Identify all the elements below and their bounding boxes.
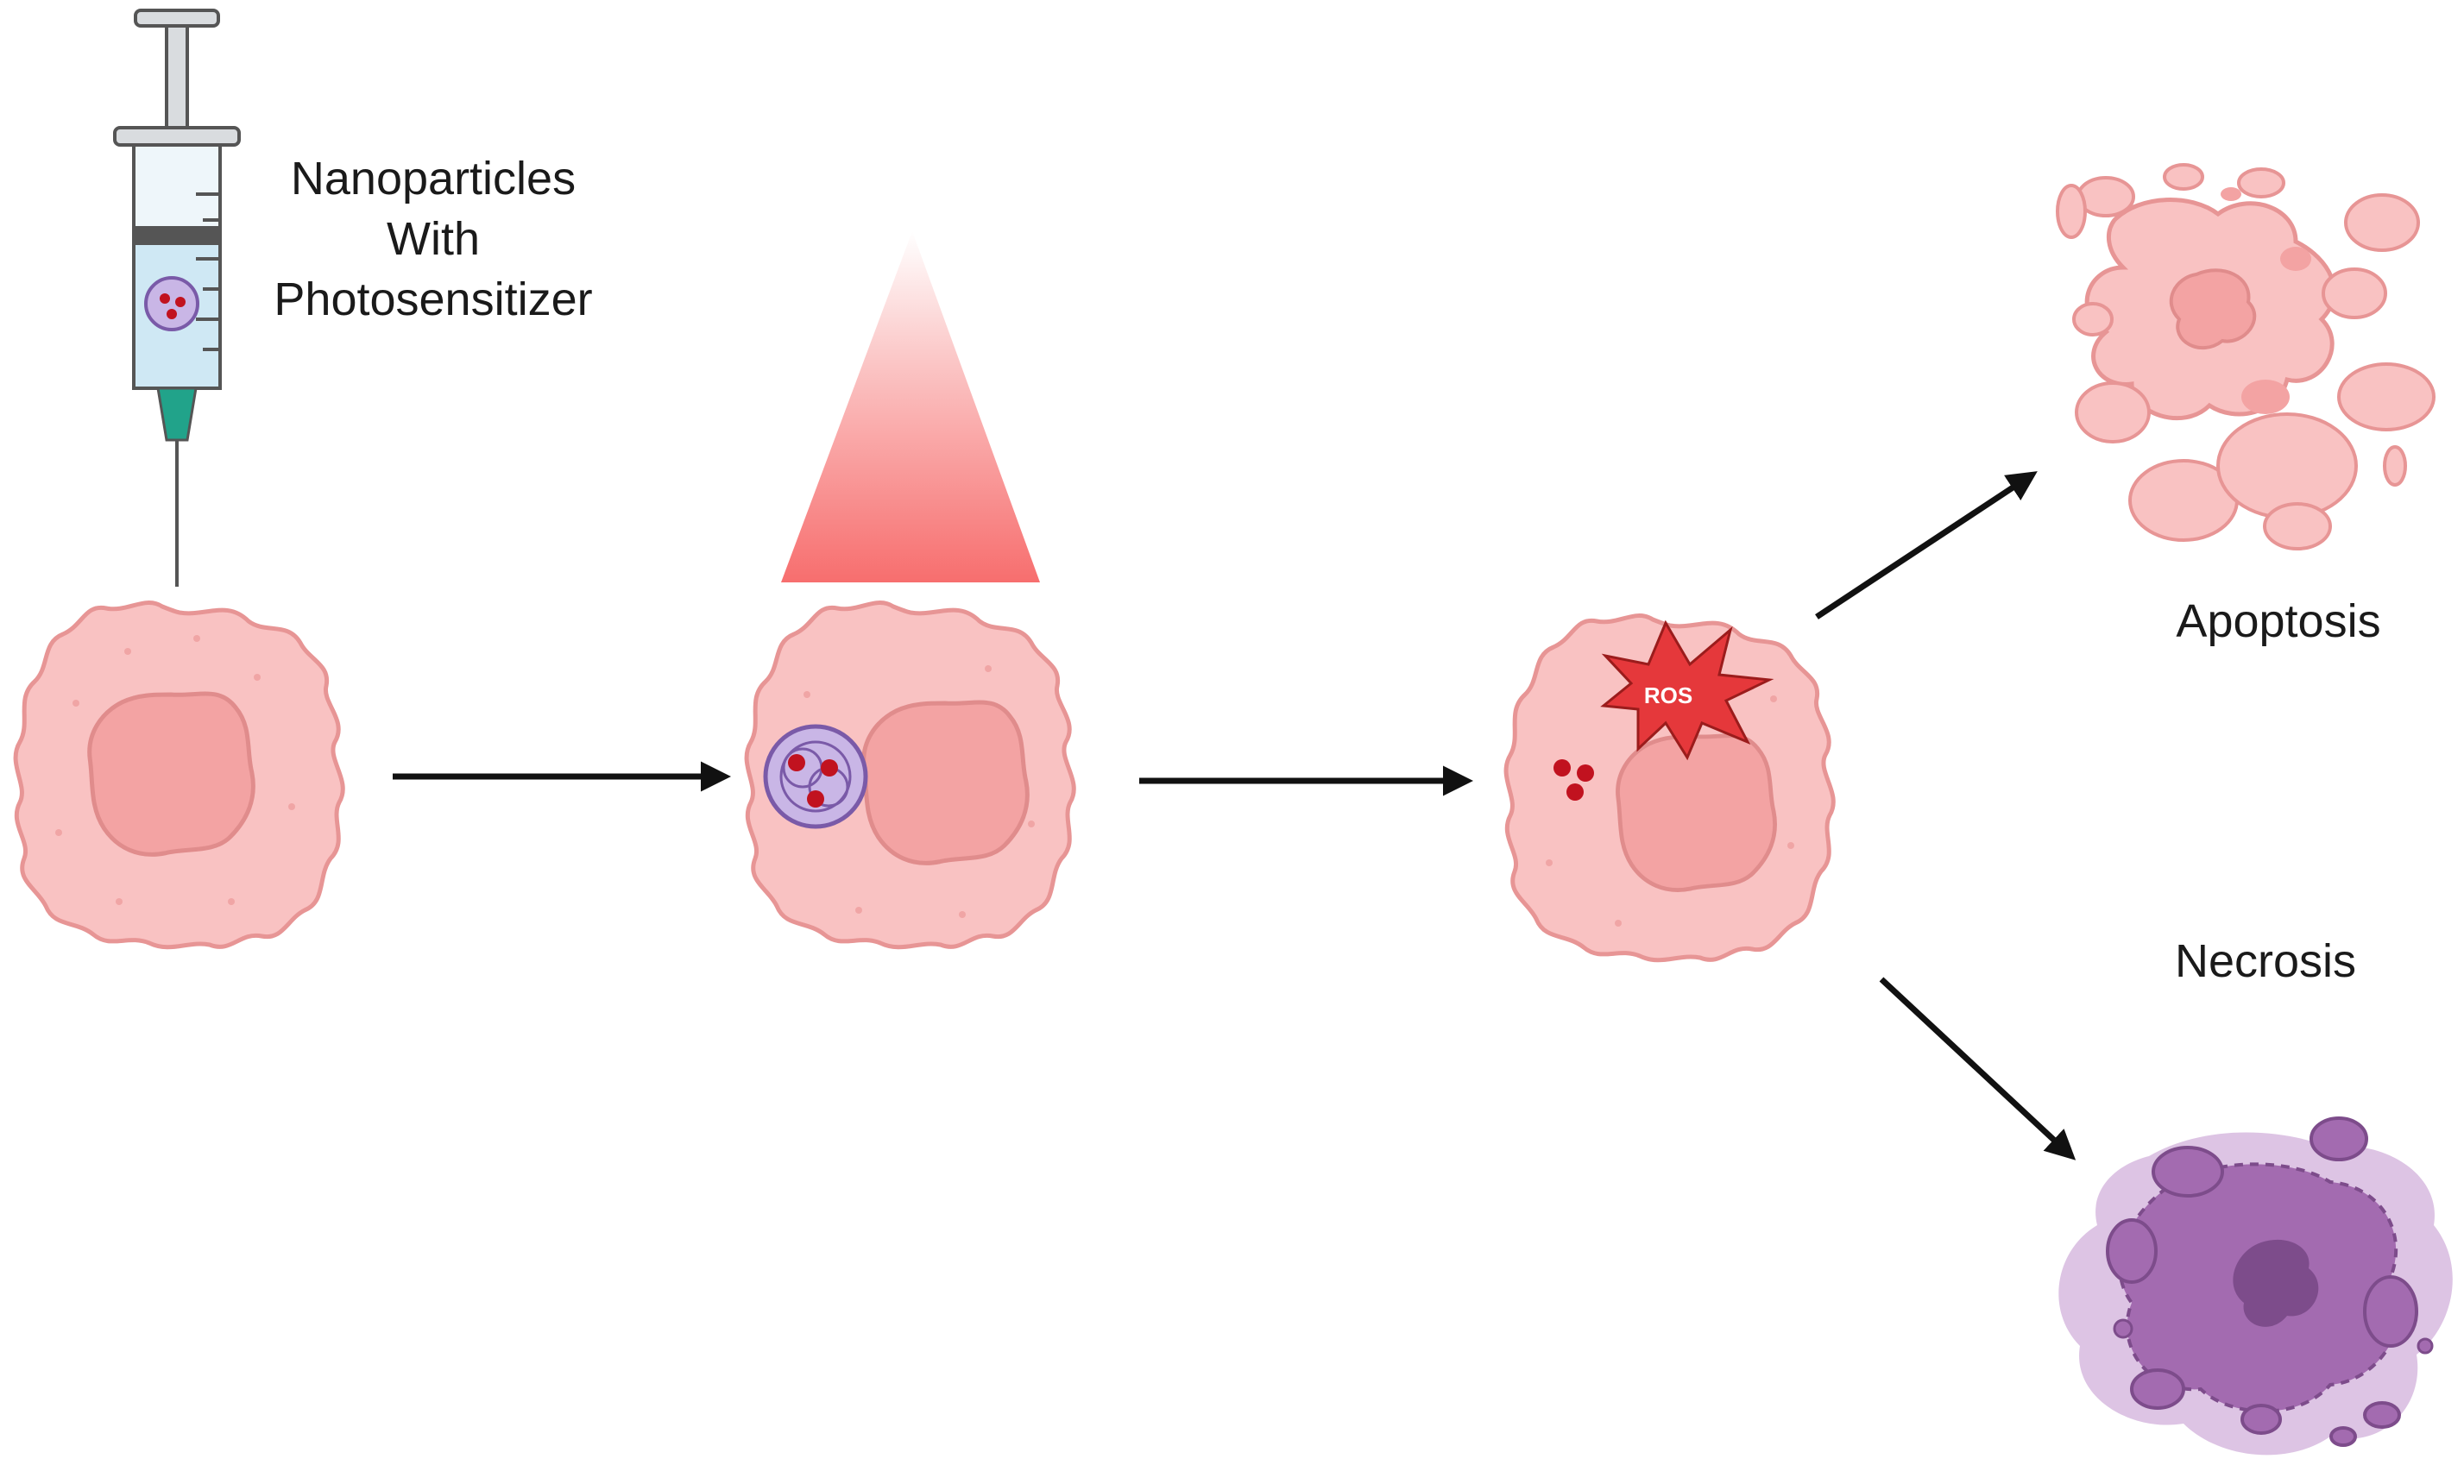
light-beam-icon <box>781 231 1040 582</box>
injection-label-line1: Nanoparticles <box>291 153 576 204</box>
apoptosis-label: Apoptosis <box>2176 595 2380 647</box>
arrow-to-apoptosis <box>1815 471 2038 619</box>
arrow-to-necrosis <box>1879 977 2076 1160</box>
injection-label-line3: Photosensitizer <box>274 274 592 325</box>
necrosis-cell <box>2058 1116 2453 1456</box>
cell-with-nanoparticle <box>747 603 1074 947</box>
cell-untreated <box>16 603 343 947</box>
nanoparticle-icon <box>144 276 199 331</box>
syringe-icon <box>113 9 241 587</box>
cell-ros <box>1506 616 1833 960</box>
ros-label: ROS <box>1644 682 1692 708</box>
ros-burst-icon <box>1600 619 1774 761</box>
apoptosis-cell <box>2056 163 2436 550</box>
necrosis-label: Necrosis <box>2175 935 2356 987</box>
injection-label-line2: With <box>387 213 480 265</box>
nanoparticle-icon <box>763 724 868 829</box>
